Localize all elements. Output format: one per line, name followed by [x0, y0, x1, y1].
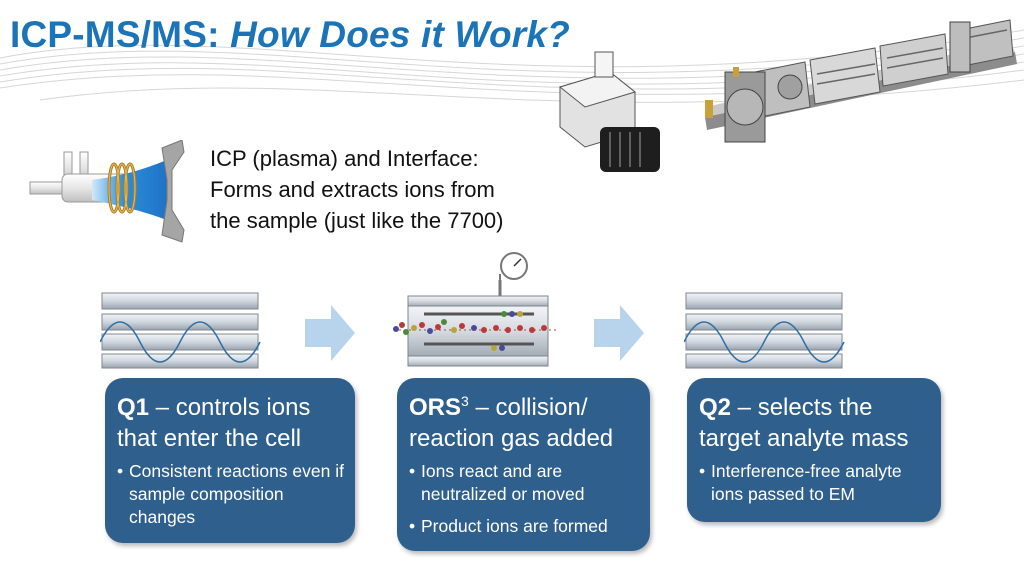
page-title: ICP-MS/MS: How Does it Work?: [10, 14, 570, 56]
q2-heading-line-2: target analyte mass: [699, 425, 909, 452]
icp-line-1: ICP (plasma) and Interface:: [210, 146, 479, 171]
pressure-gauge-icon: [499, 252, 528, 280]
q1-heading-rest: – controls ions: [149, 394, 311, 421]
list-item: Consistent reactions even if sample comp…: [117, 460, 345, 529]
right-arrow-icon: [594, 305, 644, 361]
ors-heading: ORS3 – collision/ reaction gas added: [409, 392, 640, 454]
right-arrow-icon: [305, 305, 355, 361]
ors-superscript: 3: [461, 393, 469, 409]
title-italic: How Does it Work?: [230, 14, 570, 55]
icp-description: ICP (plasma) and Interface: Forms and ex…: [210, 143, 570, 236]
q2-heading: Q2 – selects the target analyte mass: [699, 392, 931, 454]
q2-info-box: Q2 – selects the target analyte mass Int…: [687, 378, 941, 522]
q1-quadrupole-rods-icon: [100, 292, 261, 369]
ors-heading-line-2: reaction gas added: [409, 425, 614, 452]
q1-heading: Q1 – controls ions that enter the cell: [117, 392, 345, 454]
plasma-torch-illustration: [29, 140, 185, 243]
q1-bullet-list: Consistent reactions even if sample comp…: [117, 460, 345, 529]
q2-label: Q2: [699, 394, 732, 421]
icp-line-2: Forms and extracts ions from: [210, 177, 495, 202]
q1-heading-line-2: that enter the cell: [117, 425, 302, 452]
list-item: Ions react and are neutralized or moved: [409, 460, 640, 506]
list-item: Product ions are formed: [409, 515, 640, 538]
q2-bullet-list: Interference-free analyte ions passed to…: [699, 460, 931, 506]
ors-bullet-list: Ions react and are neutralized or moved …: [409, 460, 640, 538]
q2-heading-rest: – selects the: [731, 394, 873, 421]
list-item: Interference-free analyte ions passed to…: [699, 460, 931, 506]
background-swoosh: [0, 29, 1024, 103]
collision-reaction-cell-icon: [393, 252, 559, 367]
icp-line-3: the sample (just like the 7700): [210, 208, 504, 233]
ors-info-box: ORS3 – collision/ reaction gas added Ion…: [397, 378, 650, 551]
q1-label: Q1: [117, 394, 150, 421]
icp-ms-instrument-illustration: [558, 19, 1017, 172]
q2-quadrupole-rods-icon: [684, 292, 845, 369]
q1-info-box: Q1 – controls ions that enter the cell C…: [105, 378, 355, 543]
ors-heading-rest: – collision/: [468, 394, 588, 421]
title-prefix: ICP-MS/MS:: [10, 14, 231, 55]
ors-label: ORS: [409, 394, 462, 421]
